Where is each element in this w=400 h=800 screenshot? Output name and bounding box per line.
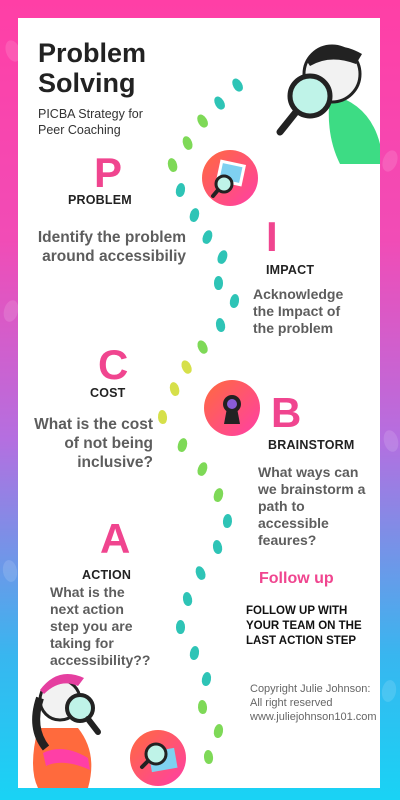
footprint-icon	[157, 409, 168, 425]
action-letter: A	[100, 515, 131, 562]
footprint-icon	[214, 317, 227, 333]
copyright-text: Copyright Julie Johnson: All right reser…	[250, 683, 377, 723]
photo-magnifier-badge	[202, 150, 258, 206]
footprint-icon	[195, 338, 210, 356]
footprint-icon	[195, 112, 210, 130]
brainstorm-letter: B	[271, 389, 302, 436]
title-line-2: Solving	[38, 68, 136, 98]
footprint-icon	[230, 76, 245, 94]
footprint-icon	[200, 228, 215, 246]
magnifier-person-icon	[276, 44, 380, 164]
footprint-icon	[195, 460, 210, 478]
footprint-icon	[176, 437, 189, 453]
photo-magnifier-icon	[211, 159, 247, 198]
brainstorm-heading: BRAINSTORM	[268, 438, 355, 452]
footprint-icon	[197, 699, 208, 715]
footprint-icon	[166, 157, 179, 173]
footprint-icon	[188, 207, 201, 223]
problem-letter: P	[94, 149, 123, 196]
footprint-icon	[179, 358, 194, 376]
action-heading: ACTION	[82, 568, 132, 582]
magnifier-person-icon	[32, 674, 101, 788]
footprint-icon	[381, 428, 400, 454]
action-text: What is the next action step you are tak…	[50, 584, 151, 668]
impact-text: Acknowledge the Impact of the problem	[253, 286, 344, 336]
footprint-icon	[176, 620, 185, 634]
footprint-icon	[200, 671, 213, 687]
footprint-icon	[215, 248, 230, 266]
footprint-icon	[1, 558, 19, 584]
footprint-icon	[193, 564, 208, 582]
infographic-card: Problem Solving PICBA Strategy for Peer …	[18, 18, 380, 788]
footprint-icon	[203, 749, 214, 765]
cost-text: What is the cost of not being inclusive?	[34, 416, 153, 471]
keyhole-icon	[223, 395, 241, 424]
footprint-icon	[211, 539, 224, 555]
problem-heading: PROBLEM	[68, 193, 132, 207]
problem-text: Identify the problem around accessibiliy	[37, 229, 186, 265]
footprint-icon	[168, 381, 181, 397]
footprint-icon	[380, 678, 398, 704]
title-line-1: Problem	[38, 38, 147, 68]
page-title: Problem Solving	[38, 38, 146, 98]
map-magnifier-badge	[130, 730, 186, 786]
brainstorm-text: What ways can we brainstorm a path to ac…	[258, 464, 366, 548]
cost-letter: C	[98, 341, 129, 388]
footprint-icon	[212, 94, 227, 112]
map-magnifier-icon	[140, 742, 178, 773]
footprint-icon	[214, 276, 223, 290]
footprint-icon	[212, 723, 225, 739]
cost-heading: COST	[90, 386, 126, 400]
footprint-icon	[181, 591, 194, 607]
footprint-icon	[228, 293, 241, 309]
keyhole-badge	[204, 380, 260, 436]
footprint-icon	[379, 148, 400, 174]
followup-text: FOLLOW UP WITH YOUR TEAM ON THE LAST ACT…	[246, 605, 362, 647]
followup-heading: Follow up	[259, 570, 334, 587]
impact-heading: IMPACT	[266, 263, 315, 277]
footprint-icon	[222, 513, 233, 529]
impact-letter: I	[266, 213, 278, 260]
page-subtitle: PICBA Strategy for Peer Coaching	[38, 107, 143, 137]
footprint-icon	[180, 134, 195, 152]
footprint-icon	[174, 182, 187, 198]
footprint-icon	[188, 645, 201, 661]
footprint-icon	[212, 487, 225, 503]
